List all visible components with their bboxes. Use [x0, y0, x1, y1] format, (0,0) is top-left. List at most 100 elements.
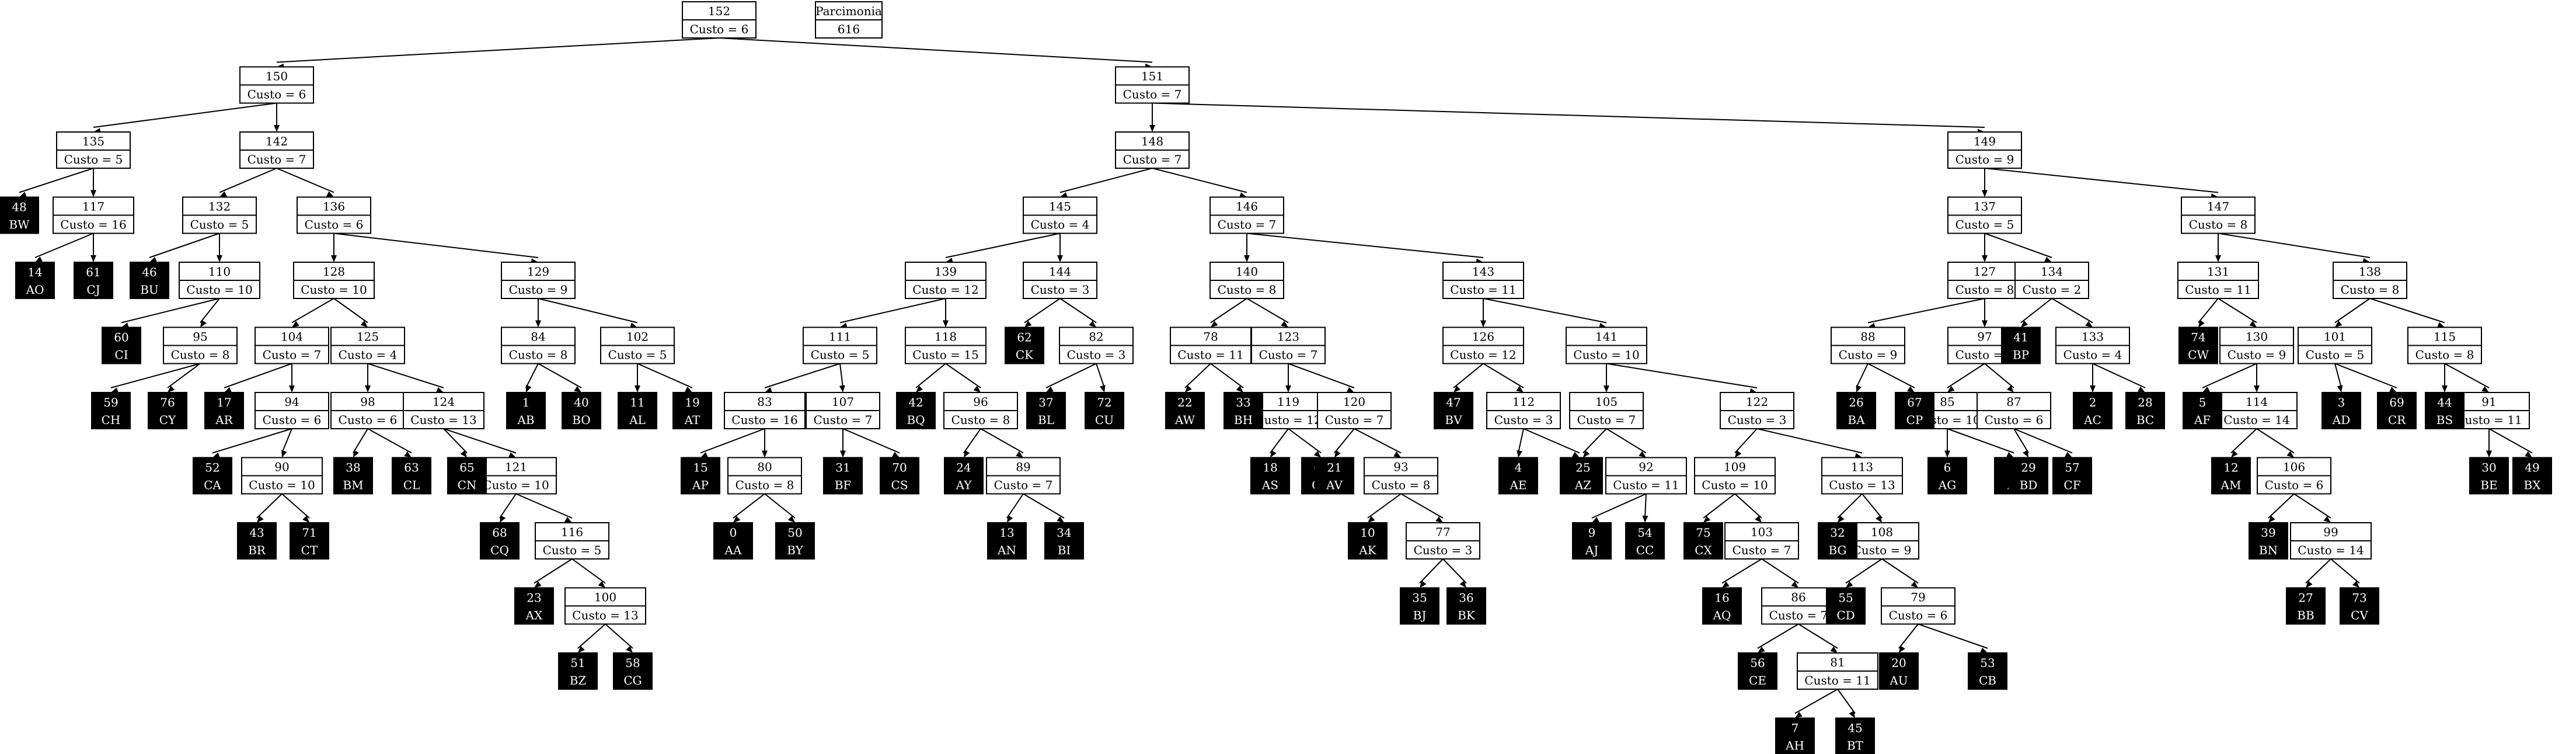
node-cost: Custo = 7 — [248, 152, 306, 166]
tree-edge — [2218, 298, 2257, 324]
node-cost: Custo = 7 — [994, 478, 1053, 492]
node-cost: Custo = 10 — [483, 478, 549, 492]
tree-edge — [2334, 298, 2371, 324]
node-cost: Custo = 9 — [1955, 152, 2014, 166]
tree-edge — [515, 493, 573, 519]
node-cost: Custo = 10 — [249, 478, 315, 492]
node-cost: Custo = 13 — [572, 609, 638, 623]
leaf-id: 54 — [1637, 526, 1652, 540]
edge-arrowhead — [534, 581, 542, 588]
edge-arrowhead — [1480, 320, 1486, 328]
leaf-id: 48 — [12, 200, 26, 214]
tree-edge — [2268, 493, 2295, 519]
node-cost: Custo = 11 — [1177, 348, 1243, 362]
tree-edge — [2202, 363, 2257, 388]
tree-edge — [1367, 493, 1402, 519]
leaf-id: 34 — [1057, 526, 1071, 540]
edge-arrowhead — [224, 387, 232, 392]
node-id: 109 — [1724, 460, 1746, 474]
edge-arrowhead — [1334, 450, 1341, 458]
tree-edge — [963, 428, 981, 454]
leaf-code: BZ — [570, 673, 587, 687]
edge-arrowhead — [2481, 386, 2489, 392]
tree-edge — [291, 298, 334, 324]
leaf-code: AO — [26, 283, 44, 297]
node-cost: Custo = 5 — [190, 218, 249, 232]
tree-edge — [1867, 298, 1985, 324]
node-cost: Custo = 4 — [2063, 348, 2122, 362]
tree-edge — [1947, 428, 2014, 454]
edge-arrowhead — [892, 451, 900, 458]
tree-edge — [443, 428, 468, 454]
leaf-code: CA — [204, 478, 221, 492]
node-id: 78 — [1203, 330, 1218, 344]
leaf-code: AY — [956, 478, 972, 492]
tree-edge — [367, 363, 444, 388]
node-cost: Custo = 5 — [64, 152, 123, 166]
node-id: 137 — [1974, 200, 1996, 214]
leaf-code: BJ — [1413, 609, 1427, 623]
tree-edges — [19, 37, 2533, 718]
leaf-code: BG — [1828, 543, 1846, 557]
tree-edge — [915, 363, 946, 388]
edge-arrowhead — [2306, 581, 2313, 588]
node-id: 139 — [935, 265, 957, 279]
node-cost: Custo = 6 — [2265, 478, 2324, 492]
leaf-code: CN — [458, 478, 477, 492]
leaf-id: 6 — [1944, 461, 1951, 475]
leaf-id: 33 — [1236, 395, 1250, 409]
edge-arrowhead — [404, 451, 412, 458]
edge-arrowhead — [2138, 386, 2145, 392]
node-cost: Custo = 4 — [339, 348, 398, 362]
leaf-id: 76 — [160, 395, 175, 409]
node-cost: Custo = 2 — [2023, 283, 2082, 297]
leaf-code: AP — [692, 478, 709, 492]
leaf-id: 57 — [2065, 461, 2079, 475]
tree-edge — [1867, 363, 1915, 388]
node-id: 119 — [1277, 395, 1299, 409]
edge-arrowhead — [1846, 581, 1853, 588]
tree-edge — [2051, 298, 2093, 324]
edge-arrowhead — [1703, 516, 1711, 523]
leaf-node: 3AD — [2321, 392, 2361, 429]
leaf-code: CX — [1695, 543, 1712, 557]
edge-arrowhead — [274, 125, 280, 132]
edge-arrowhead — [1899, 645, 1905, 653]
edge-arrowhead — [762, 450, 768, 458]
edge-arrowhead — [1838, 515, 1845, 523]
edge-arrowhead — [508, 452, 516, 458]
edge-arrowhead — [1459, 581, 1466, 588]
tree-edge — [1354, 428, 1402, 454]
node-cost: Custo = 3 — [1414, 543, 1473, 557]
edge-arrowhead — [1944, 450, 1950, 458]
leaf-id: 53 — [1980, 656, 1995, 670]
edge-arrowhead — [564, 517, 572, 523]
edge-arrowhead — [839, 385, 845, 392]
edge-arrowhead — [1057, 255, 1063, 262]
tree-edge — [1096, 363, 1105, 388]
tree-edge — [1591, 493, 1647, 519]
